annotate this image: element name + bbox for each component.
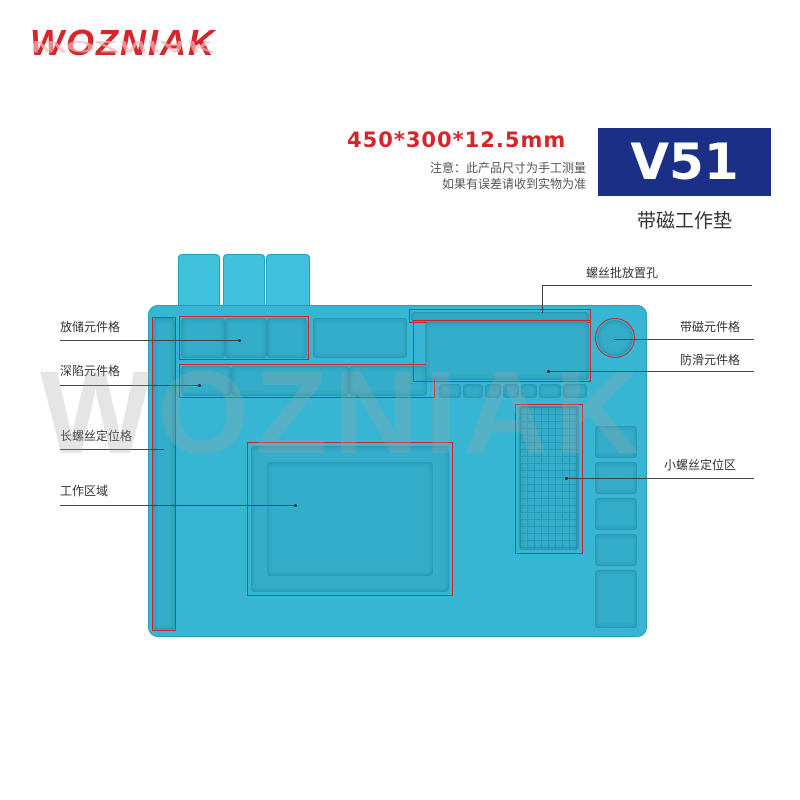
flip-tray-2 [223,254,265,312]
product-subtitle: 带磁工作垫 [636,210,732,232]
screwdriver-hole-strip [411,312,589,322]
leader-antislip [548,371,754,372]
leader-deep [60,385,200,386]
leader-magnetic [614,339,754,340]
deep-cell-2 [231,366,349,396]
brand-logo: WOZNIAK [30,22,216,63]
right-cell-4 [595,534,637,566]
slot-3 [485,384,501,398]
label-storage-cells: 放储元件格 [60,320,121,334]
slot-1 [439,384,461,398]
leader-small-screw [566,478,754,479]
slot-6 [539,384,561,398]
wide-cell [313,318,407,358]
brand-logo-reflection: WOZNIAK [30,37,216,56]
work-area-highlight [247,442,453,596]
label-work-area: 工作区域 [60,484,109,498]
slot-4 [503,384,519,398]
leader-storage [60,340,240,341]
storage-cell-1 [181,318,225,358]
storage-cell-2 [225,318,267,358]
storage-cells-highlight [179,316,309,360]
flip-tray-1 [178,254,220,312]
antislip-tray [425,322,589,380]
long-screw-highlight [152,317,176,631]
slot-5 [521,384,537,398]
leader-screwdriver-h [542,285,752,286]
slot-7 [563,384,587,398]
deep-cells-highlight [179,364,435,398]
leader-dot-deep [198,384,201,387]
label-long-screw: 长螺丝定位格 [60,429,133,443]
small-screw-highlight [515,404,583,554]
note-line-2: 如果有误差请收到实物为准 [441,177,586,191]
label-antislip-cells: 防滑元件格 [680,353,741,367]
right-cell-1 [595,426,637,458]
leader-work-area [60,505,296,506]
deep-cell-1 [181,366,231,396]
leader-long-screw [60,449,164,450]
measurement-note: 注意：此产品尺寸为手工测量 如果有误差请收到实物为准 [360,160,586,192]
label-deep-cells: 深陷元件格 [60,364,121,378]
silicone-mat [148,305,647,637]
right-cell-3 [595,498,637,530]
product-size: 450*300*12.5mm [347,128,567,152]
work-area-inner [267,462,433,576]
right-cell-5 [595,570,637,628]
long-screw-strip [153,318,175,630]
leader-dot-work [294,504,297,507]
leader-dot-small [565,477,568,480]
leader-dot-antislip [547,370,550,373]
leader-screwdriver-v [542,285,543,313]
label-magnetic-cells: 带磁元件格 [680,320,741,334]
magnetic-highlight [595,318,635,358]
label-small-screw: 小螺丝定位区 [664,458,737,472]
label-screwdriver-holes: 螺丝批放置孔 [586,266,659,280]
note-line-1: 注意：此产品尺寸为手工测量 [429,161,586,175]
flip-tray-3 [266,254,310,312]
slot-2 [463,384,483,398]
leader-dot-storage [238,339,241,342]
antislip-highlight [413,320,591,382]
storage-cell-3 [267,318,307,358]
model-badge: V51 [598,128,771,196]
